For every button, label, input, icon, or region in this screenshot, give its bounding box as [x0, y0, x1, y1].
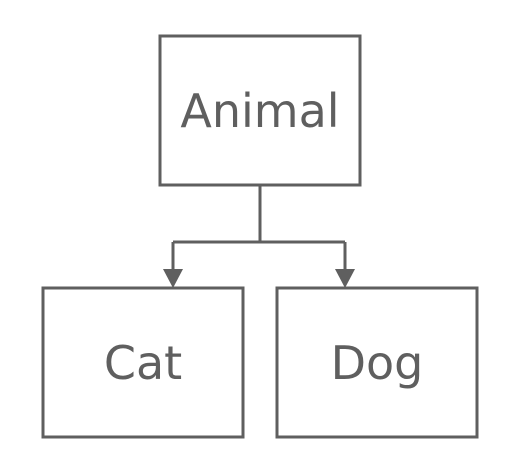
- arrowhead-cat: [163, 269, 183, 288]
- node-cat-label: Cat: [104, 336, 182, 390]
- node-dog-label: Dog: [331, 336, 424, 390]
- arrowheads: [163, 269, 355, 288]
- node-animal-label: Animal: [180, 84, 339, 138]
- node-cat-box: [41, 286, 245, 439]
- node-animal: Animal: [158, 34, 362, 187]
- node-dog: Dog: [275, 286, 479, 439]
- connectors: [171, 185, 347, 271]
- node-cat: Cat: [41, 286, 245, 439]
- node-dog-box: [275, 286, 479, 439]
- node-animal-box: [158, 34, 362, 187]
- arrowhead-dog: [335, 269, 355, 288]
